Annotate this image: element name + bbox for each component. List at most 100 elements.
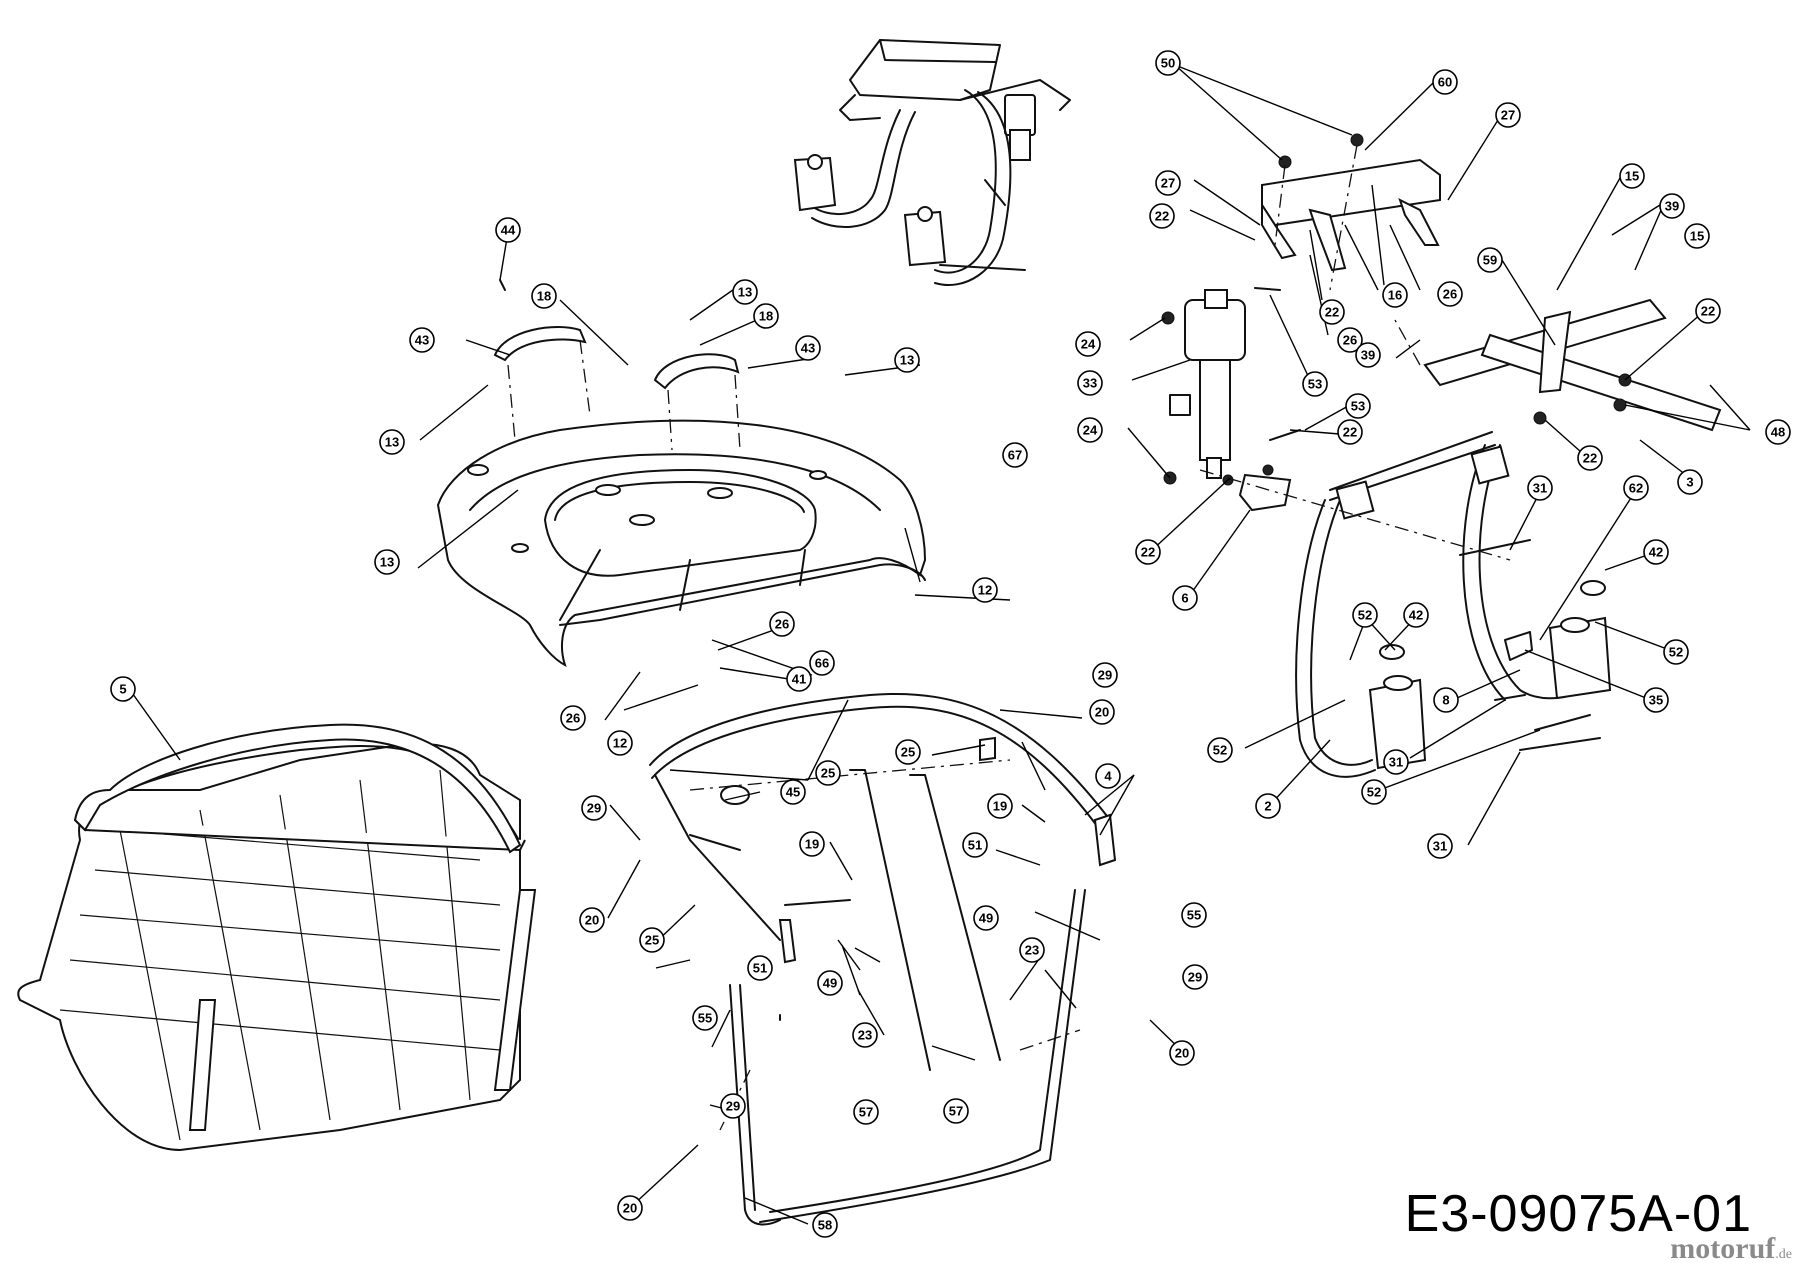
callout-label: 13 bbox=[380, 555, 394, 570]
callout-13: 13 bbox=[732, 279, 758, 305]
callout-label: 55 bbox=[1187, 908, 1201, 923]
callout-circle bbox=[409, 327, 435, 353]
callout-label: 50 bbox=[1161, 56, 1175, 71]
callout-circle bbox=[812, 1212, 838, 1238]
callout-circle bbox=[692, 1005, 718, 1031]
callout-circle bbox=[973, 905, 999, 931]
callout-label: 29 bbox=[1188, 970, 1202, 985]
hinge-plate bbox=[1222, 464, 1292, 512]
callout-label: 42 bbox=[1649, 545, 1663, 560]
callout-19: 19 bbox=[799, 831, 825, 857]
seat-mechanism-assembly bbox=[793, 39, 1071, 286]
callout-label: 5 bbox=[119, 682, 126, 697]
callout-circle bbox=[607, 730, 633, 756]
callout-label: 39 bbox=[1361, 348, 1375, 363]
callout-circle bbox=[1181, 902, 1207, 928]
callout-60: 60 bbox=[1432, 69, 1458, 95]
callout-label: 43 bbox=[415, 333, 429, 348]
callout-circle bbox=[786, 666, 812, 692]
callout-27: 27 bbox=[1155, 170, 1181, 196]
callout-label: 66 bbox=[815, 656, 829, 671]
callout-label: 18 bbox=[537, 289, 551, 304]
callout-circle bbox=[943, 1098, 969, 1124]
callout-53: 53 bbox=[1302, 371, 1328, 397]
callout-57: 57 bbox=[853, 1099, 879, 1125]
callout-label: 62 bbox=[1629, 481, 1643, 496]
callout-circle bbox=[1619, 163, 1645, 189]
callout-label: 12 bbox=[613, 736, 627, 751]
callout-label: 31 bbox=[1433, 839, 1447, 854]
callout-circle bbox=[1623, 475, 1649, 501]
callout-circle bbox=[110, 676, 136, 702]
callout-label: 57 bbox=[859, 1105, 873, 1120]
callout-circle bbox=[799, 831, 825, 857]
seat-back-tube bbox=[73, 723, 537, 1091]
callout-label: 13 bbox=[385, 435, 399, 450]
callout-12: 12 bbox=[972, 577, 998, 603]
callout-label: 49 bbox=[823, 976, 837, 991]
callout-label: 3 bbox=[1686, 475, 1693, 490]
callout-circle bbox=[1432, 69, 1458, 95]
callout-circle bbox=[809, 650, 835, 676]
callout-label: 59 bbox=[1483, 253, 1497, 268]
callout-circle bbox=[972, 577, 998, 603]
callout-circle bbox=[1337, 419, 1363, 445]
callout-52: 52 bbox=[1207, 737, 1233, 763]
callout-circle bbox=[1077, 417, 1103, 443]
callout-51: 51 bbox=[962, 832, 988, 858]
callout-20: 20 bbox=[1169, 1040, 1195, 1066]
watermark-logo: motoruf.de bbox=[1670, 1232, 1792, 1266]
callout-label: 44 bbox=[501, 223, 516, 238]
callout-circle bbox=[495, 217, 521, 243]
callout-29: 29 bbox=[581, 795, 607, 821]
callout-circle bbox=[531, 283, 557, 309]
callout-circle bbox=[579, 907, 605, 933]
callout-26: 26 bbox=[1437, 281, 1463, 307]
callout-label: 25 bbox=[645, 933, 659, 948]
callout-label: 52 bbox=[1367, 785, 1381, 800]
callout-label: 27 bbox=[1501, 108, 1515, 123]
callout-label: 33 bbox=[1083, 376, 1097, 391]
callout-55: 55 bbox=[1181, 902, 1207, 928]
callout-58: 58 bbox=[812, 1212, 838, 1238]
callout-label: 26 bbox=[1343, 333, 1357, 348]
callout-label: 49 bbox=[979, 911, 993, 926]
seat-rail-frame bbox=[649, 692, 1117, 1226]
callout-label: 19 bbox=[993, 799, 1007, 814]
callout-label: 29 bbox=[726, 1099, 740, 1114]
callout-label: 24 bbox=[1083, 423, 1098, 438]
callout-31: 31 bbox=[1527, 475, 1553, 501]
callout-label: 13 bbox=[738, 285, 752, 300]
callout-label: 19 bbox=[805, 837, 819, 852]
callout-45: 45 bbox=[780, 779, 806, 805]
callout-20: 20 bbox=[579, 907, 605, 933]
callout-label: 20 bbox=[623, 1201, 637, 1216]
callout-label: 58 bbox=[818, 1218, 832, 1233]
callout-22: 22 bbox=[1695, 298, 1721, 324]
callout-26: 26 bbox=[560, 705, 586, 731]
seat-bracket-plate bbox=[1261, 133, 1441, 291]
callout-31: 31 bbox=[1383, 749, 1409, 775]
watermark-ext: .de bbox=[1775, 1247, 1792, 1262]
callout-39: 39 bbox=[1355, 342, 1381, 368]
callout-circle bbox=[1659, 193, 1685, 219]
callout-label: 25 bbox=[821, 766, 835, 781]
callout-8: 8 bbox=[1433, 687, 1459, 713]
callout-42: 42 bbox=[1403, 602, 1429, 628]
cross-member-frame bbox=[1394, 298, 1722, 432]
callout-circle bbox=[1019, 937, 1045, 963]
linear-actuator bbox=[1161, 287, 1301, 485]
callout-circle bbox=[753, 303, 779, 329]
callout-circle bbox=[1695, 298, 1721, 324]
callout-29: 29 bbox=[720, 1093, 746, 1119]
callout-circle bbox=[747, 955, 773, 981]
callout-circle bbox=[1437, 281, 1463, 307]
callout-circle bbox=[1002, 442, 1028, 468]
callout-label: 31 bbox=[1389, 755, 1403, 770]
callout-label: 22 bbox=[1155, 209, 1169, 224]
callout-48: 48 bbox=[1765, 419, 1791, 445]
seat-pan bbox=[17, 742, 526, 1152]
callout-circle bbox=[1403, 602, 1429, 628]
